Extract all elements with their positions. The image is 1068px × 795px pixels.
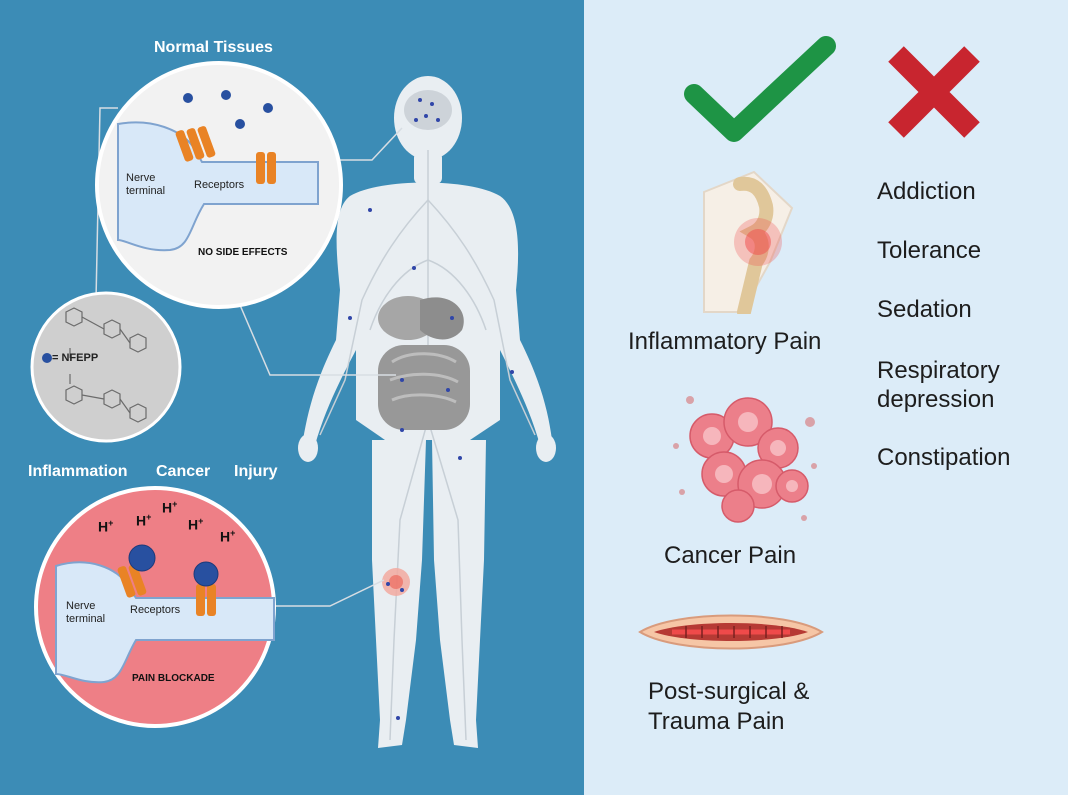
- inflamed-receptors-label: Receptors: [130, 604, 181, 616]
- pain-blockade-label: PAIN BLOCKADE: [132, 673, 215, 684]
- nfepp-bound-icon: [193, 561, 219, 587]
- opioid-receptor-icon: [175, 126, 216, 162]
- inflamed-nerve-terminal-label: Nerve terminal: [66, 600, 106, 625]
- side-effect-tolerance: Tolerance: [877, 237, 982, 264]
- pain-type-post-surgical: Post-surgical & Trauma Pain: [648, 678, 810, 735]
- opioid-receptor-icon: [196, 584, 216, 616]
- proton-label: H+: [98, 518, 114, 535]
- normal-receptors-label: Receptors: [194, 179, 245, 191]
- side-effect-addiction: Addiction: [877, 178, 976, 205]
- inflamed-tissue-circle: [34, 486, 276, 728]
- cross-mark-icon: [888, 46, 980, 138]
- nfepp-bound-icon: [128, 544, 156, 572]
- check-mark-icon: [684, 36, 836, 142]
- condition-injury: Injury: [234, 463, 278, 480]
- human-body-illustration: [95, 76, 556, 748]
- no-side-effects-label: NO SIDE EFFECTS: [198, 247, 288, 258]
- surgical-wound-icon: [638, 614, 824, 650]
- pain-type-cancer: Cancer Pain: [664, 542, 797, 569]
- opioid-receptor-icon: [117, 564, 147, 598]
- proton-label: H+: [136, 512, 152, 529]
- side-effect-sedation: Sedation: [877, 296, 972, 323]
- condition-inflammation: Inflammation: [28, 463, 128, 480]
- mechanism-panel: Normal Tissues Nerve terminal Receptors …: [0, 0, 584, 795]
- pain-type-inflammatory: Inflammatory Pain: [628, 328, 822, 355]
- proton-label: H+: [162, 499, 178, 516]
- outcomes-panel: Inflammatory Pain Cancer Pain: [584, 0, 1068, 795]
- condition-cancer: Cancer: [156, 463, 211, 480]
- proton-label: H+: [188, 516, 204, 533]
- side-effect-respiratory-depression: Respiratory depression: [877, 357, 1000, 413]
- normal-tissues-title: Normal Tissues: [154, 39, 273, 56]
- nfepp-legend-label: = NFEPP: [52, 352, 99, 364]
- proton-label: H+: [220, 528, 236, 545]
- knee-joint-icon: [703, 170, 794, 314]
- normal-nerve-terminal-label: Nerve terminal: [126, 172, 166, 197]
- nfepp-molecule-circle: [30, 291, 182, 443]
- side-effect-constipation: Constipation: [877, 444, 1011, 471]
- opioid-receptor-icon: [256, 152, 276, 184]
- cancer-cells-icon: [673, 396, 817, 523]
- normal-tissue-circle: [95, 61, 343, 309]
